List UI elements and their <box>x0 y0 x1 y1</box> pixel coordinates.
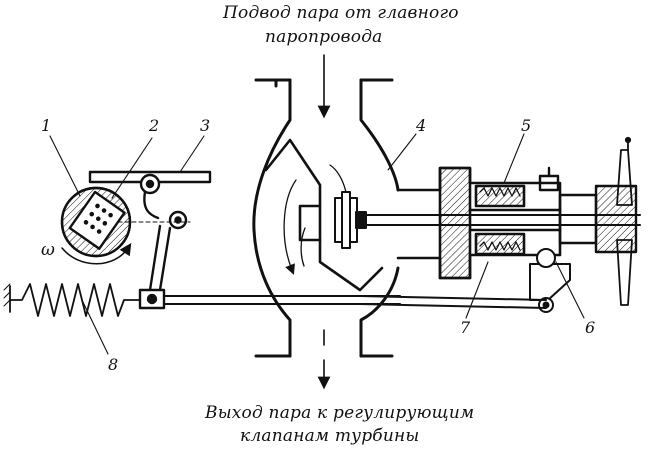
callout-3: 3 <box>200 116 211 135</box>
callout-2: 2 <box>149 116 160 135</box>
valve-stem <box>365 214 641 226</box>
callout-6: 6 <box>585 318 596 337</box>
handwheel <box>616 136 633 306</box>
valve-partition <box>264 138 384 292</box>
callout-leaders <box>49 133 585 355</box>
callout-5: 5 <box>521 116 532 135</box>
linkage-lever-6 <box>529 248 571 313</box>
valve-body <box>252 78 400 358</box>
rotation-symbol: ω <box>41 240 55 260</box>
tension-spring-8 <box>3 283 141 317</box>
linkage-rod <box>151 295 547 309</box>
outlet-caption-line2: клапанам турбины <box>240 426 420 446</box>
governor-spring <box>83 203 113 234</box>
trip-lever <box>88 170 212 310</box>
inlet-caption-line2: паропровода <box>265 27 383 47</box>
valve-disc <box>334 191 367 249</box>
servomotor-spring <box>479 187 521 251</box>
callout-7: 7 <box>460 318 471 337</box>
inlet-caption-line1: Подвод пара от главного <box>223 3 459 23</box>
callout-1: 1 <box>41 116 52 135</box>
outlet-caption-line1: Выход пара к регулирующим <box>205 403 475 423</box>
callout-8: 8 <box>108 355 119 374</box>
servomotor-cylinder <box>396 166 562 280</box>
safety-governor <box>60 186 132 258</box>
rotation-arrow <box>61 242 132 265</box>
handwheel-housing <box>538 166 638 254</box>
callout-4: 4 <box>416 116 427 135</box>
